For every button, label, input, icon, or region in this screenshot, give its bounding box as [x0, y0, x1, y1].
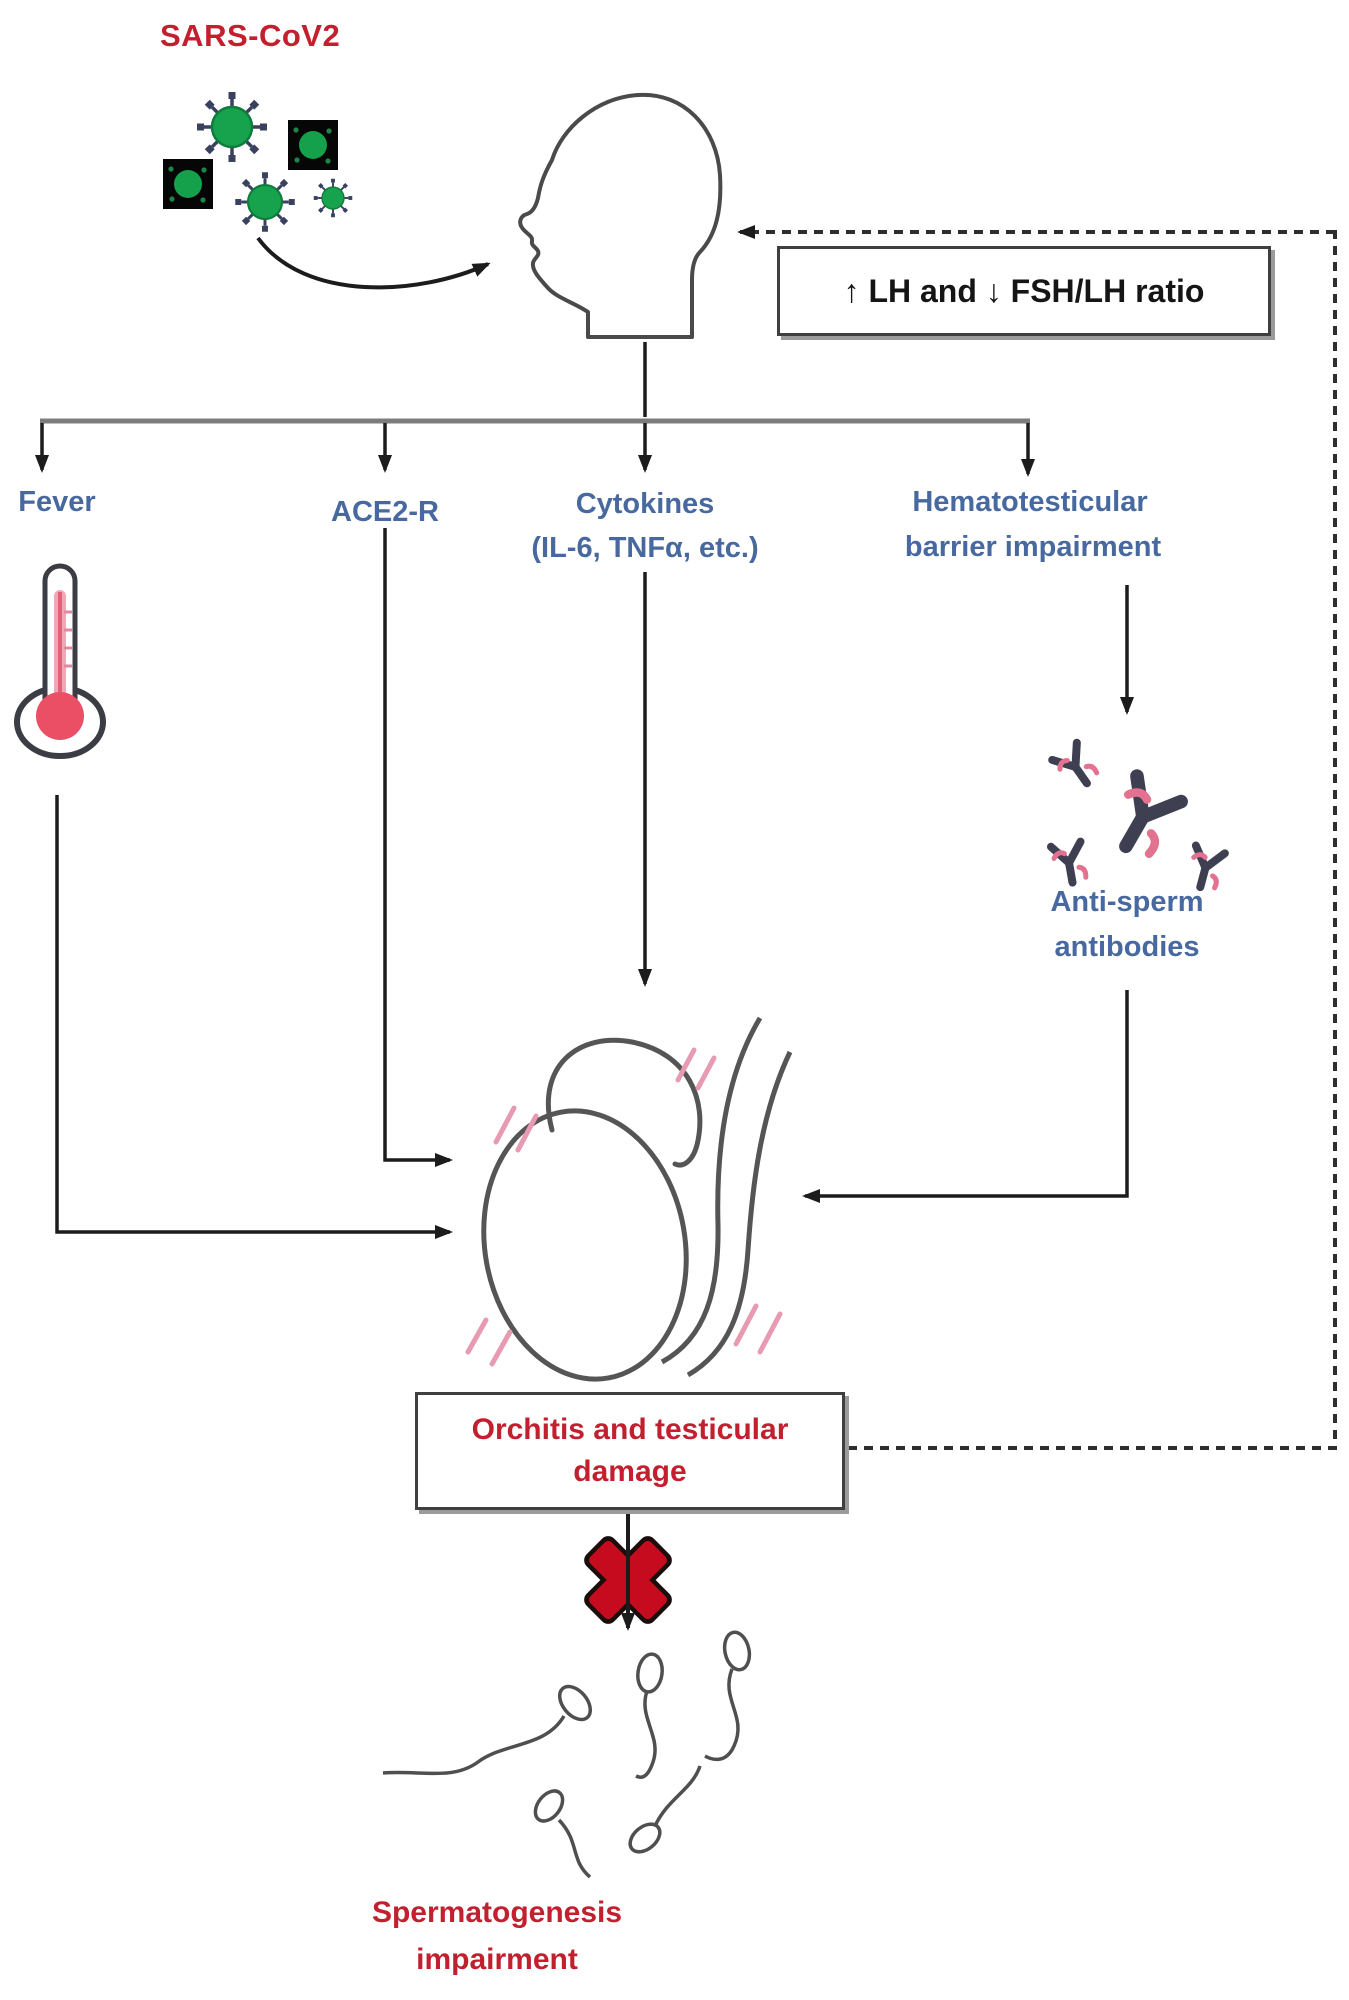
branch-label-fever: Fever [18, 486, 96, 518]
fever-to-testis-arrow [55, 795, 453, 1239]
branch-label-cytokines-sub: (IL-6, TNFα, etc.) [531, 532, 759, 564]
antibody-cluster-icon [1051, 743, 1225, 891]
antibodies-label-line2: antibodies [1054, 931, 1200, 963]
virus-cluster-icon [163, 90, 354, 234]
spermatogenesis-impairment-label: Spermatogenesis impairment [372, 1890, 622, 1983]
sars-cov2-title: SARS-CoV2 [160, 18, 341, 53]
orchitis-damage-line1: Orchitis and testicular [471, 1413, 789, 1446]
ace2-to-testis-arrow [383, 528, 453, 1167]
orchitis-damage-box: Orchitis and testicular damage [415, 1392, 845, 1510]
lh-fsh-feedback-label: ↑ LH and ↓ FSH/LH ratio [843, 272, 1205, 309]
inflammation-marks [465, 1047, 783, 1367]
branch-drop-arrows [35, 423, 1035, 477]
infection-arrow [256, 236, 491, 290]
outcome-line1: Spermatogenesis [371, 1896, 623, 1929]
branch-label-hematotesticular: Hematotesticular [912, 486, 1148, 518]
feedback-dashed-arrow [737, 225, 1337, 1450]
antibodies-to-testis-arrow [802, 990, 1129, 1203]
antibodies-label-line1: Anti-sperm [1050, 886, 1204, 918]
lh-fsh-feedback-box: ↑ LH and ↓ FSH/LH ratio [777, 246, 1271, 336]
thermometer-icon [14, 563, 106, 759]
testis-icon [465, 1016, 793, 1382]
branch-label-hematotesticular-sub: barrier impairment [904, 531, 1162, 563]
head-icon [518, 92, 723, 339]
sperm-cluster-icon [382, 1630, 752, 1879]
orchitis-damage-line2: damage [573, 1455, 687, 1488]
branch-label-ace2r: ACE2-R [331, 496, 439, 528]
outcome-line2: impairment [416, 1942, 578, 1976]
branch-label-cytokines: Cytokines [575, 488, 715, 520]
